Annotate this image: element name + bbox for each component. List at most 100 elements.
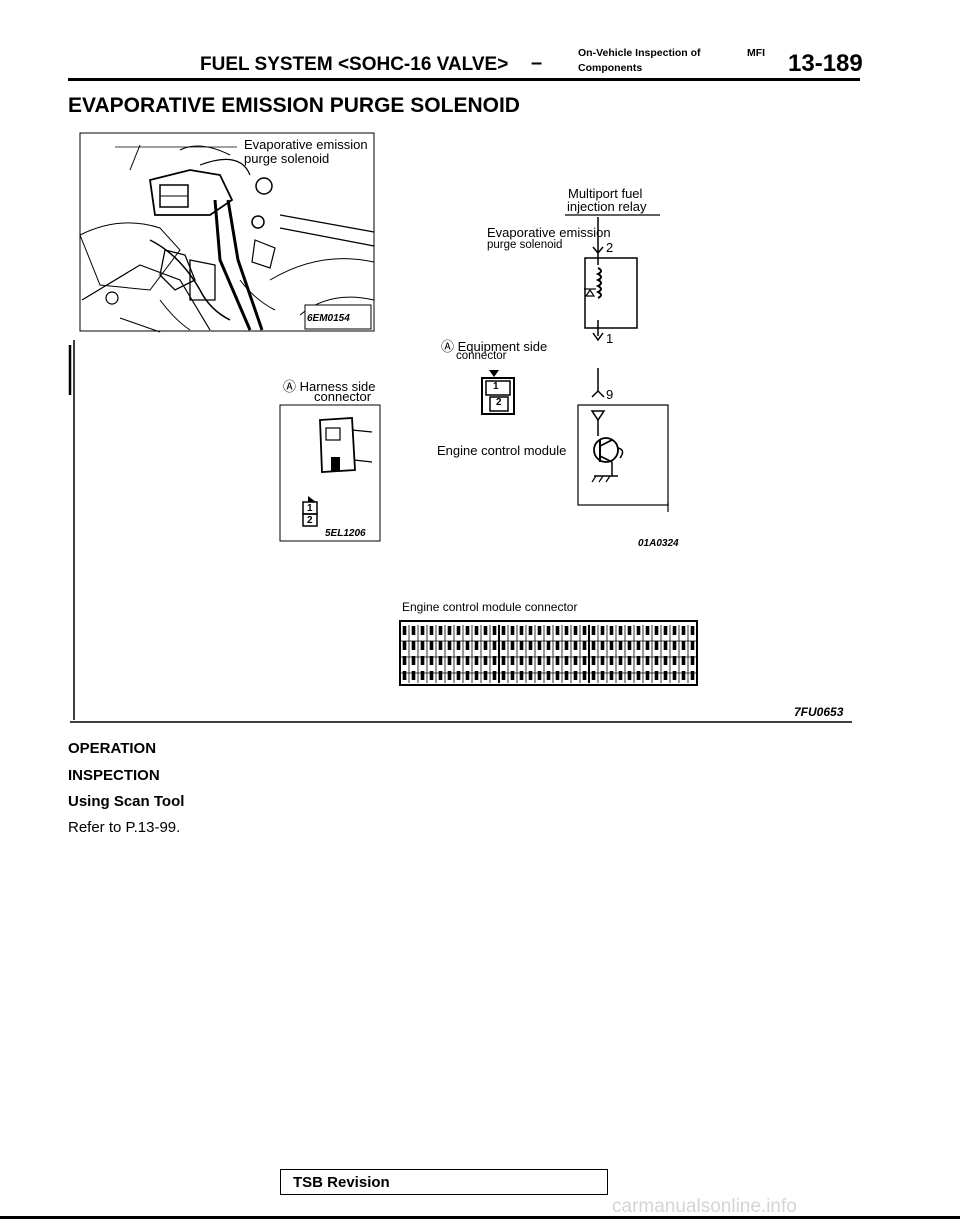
ecm-pin-mark [456, 671, 461, 680]
ecm-pin-mark [564, 626, 569, 635]
ecm-pin-mark [465, 671, 470, 680]
ecm-pin-mark [663, 626, 668, 635]
ecm-pin-mark [402, 671, 407, 680]
ecm-pin-mark [654, 671, 659, 680]
ecm-pin-mark [411, 641, 416, 650]
ecm-pin-mark [501, 671, 506, 680]
ecm-pin-mark [429, 626, 434, 635]
solenoid-label-line2: purge solenoid [487, 239, 563, 251]
equipment-connector-drawing [481, 370, 515, 415]
ecm-pin-mark [474, 641, 479, 650]
ecm-pin-mark [519, 626, 524, 635]
ecm-pin-mark [420, 656, 425, 665]
equipment-pin-2: 2 [496, 397, 502, 408]
ecm-pin-mark [402, 641, 407, 650]
ecm-pin-mark [465, 656, 470, 665]
equipment-pin-1: 1 [493, 381, 499, 392]
ecm-pin-mark [474, 656, 479, 665]
ecm-pin-mark [672, 626, 677, 635]
ecm-pin-mark [537, 626, 542, 635]
tsb-revision-box: TSB Revision [280, 1169, 608, 1195]
ecm-pin-mark [600, 626, 605, 635]
ecm-pin-mark [573, 641, 578, 650]
ecm-pin-mark [465, 626, 470, 635]
ecm-pin-mark [411, 656, 416, 665]
ecm-pin-mark [672, 671, 677, 680]
ecm-pin-mark [591, 641, 596, 650]
ecm-pin-mark [555, 641, 560, 650]
ecm-pin-mark [537, 641, 542, 650]
ecm-pin-mark [555, 656, 560, 665]
ecm-pin-mark [456, 656, 461, 665]
ecm-pin-mark [429, 656, 434, 665]
relay-label-line1: Multiport fuel [568, 186, 643, 201]
ecm-pin-mark [627, 626, 632, 635]
ecm-pin-mark [501, 641, 506, 650]
ecm-pin-mark [456, 641, 461, 650]
inspection-heading: INSPECTION [68, 767, 160, 784]
ecm-pin-mark [492, 626, 497, 635]
ecm-pin-mark [438, 626, 443, 635]
ecm-pin-mark [681, 641, 686, 650]
ecm-pin-mark [582, 656, 587, 665]
ecm-pin-mark [645, 641, 650, 650]
ecm-pin-mark [546, 671, 551, 680]
ecm-pin-mark [492, 656, 497, 665]
ecm-pin-mark [528, 656, 533, 665]
solenoid-photo [79, 132, 375, 333]
ecm-pin-mark [618, 656, 623, 665]
ecm-pin-mark [591, 671, 596, 680]
ecm-pin-mark [618, 641, 623, 650]
header-dash: – [531, 52, 543, 74]
ecm-pin-mark [447, 626, 452, 635]
ecm-pin-mark [663, 671, 668, 680]
ecm-pin-mark [663, 641, 668, 650]
ecm-pin-mark [573, 656, 578, 665]
photo-label-line2: purge solenoid [244, 151, 330, 166]
ecm-pin-mark [690, 671, 695, 680]
ecm-connector-label: Engine control module connector [402, 600, 578, 614]
footer-rule [0, 1216, 960, 1219]
ecm-pin-mark [654, 656, 659, 665]
ecm-pin-mark [609, 626, 614, 635]
ecm-pin-mark [600, 671, 605, 680]
ecm-pin-mark [420, 671, 425, 680]
ecm-pin-mark [447, 671, 452, 680]
ecm-pin-mark [492, 641, 497, 650]
photo-code: 6EM0154 [307, 313, 350, 324]
ecm-pin-mark [546, 656, 551, 665]
header-subtitle-mfi: MFI [747, 47, 766, 59]
ecm-pin-mark [402, 626, 407, 635]
ecm-pin-mark [510, 656, 515, 665]
ecm-pin-mark [564, 641, 569, 650]
harness-connector-drawing [279, 404, 381, 542]
ecm-pin-mark [681, 671, 686, 680]
harness-pin-2: 2 [307, 515, 313, 526]
ecm-pin-mark [654, 626, 659, 635]
ecm-pin-mark [618, 671, 623, 680]
ecm-pin-mark [537, 671, 542, 680]
ecm-pin-mark [546, 641, 551, 650]
schematic-code: 01A0324 [638, 538, 679, 549]
ecm-pin-mark [600, 656, 605, 665]
ecm-pin-mark [582, 641, 587, 650]
ecm-pin-mark [483, 656, 488, 665]
photo-label-line1: Evaporative emission [244, 137, 368, 152]
ecm-pin-mark [447, 656, 452, 665]
reference-text: Refer to P.13-99. [68, 819, 181, 836]
ecm-pin-mark [609, 671, 614, 680]
ecm-pin-mark [645, 656, 650, 665]
ecm-pin-mark [636, 671, 641, 680]
ecm-pin-mark [411, 671, 416, 680]
ecm-pin-mark [645, 626, 650, 635]
harness-pin-1: 1 [307, 503, 313, 514]
header-rule [68, 78, 860, 81]
ecm-pin-mark [438, 641, 443, 650]
relay-label-line2: injection relay [567, 199, 647, 214]
ecm-pin-mark [618, 626, 623, 635]
ecm-pin-mark [609, 656, 614, 665]
wiring-schematic [565, 214, 669, 512]
ecm-pin-mark [690, 656, 695, 665]
ecm-pin-mark [429, 641, 434, 650]
page-number: 13-189 [788, 50, 863, 77]
